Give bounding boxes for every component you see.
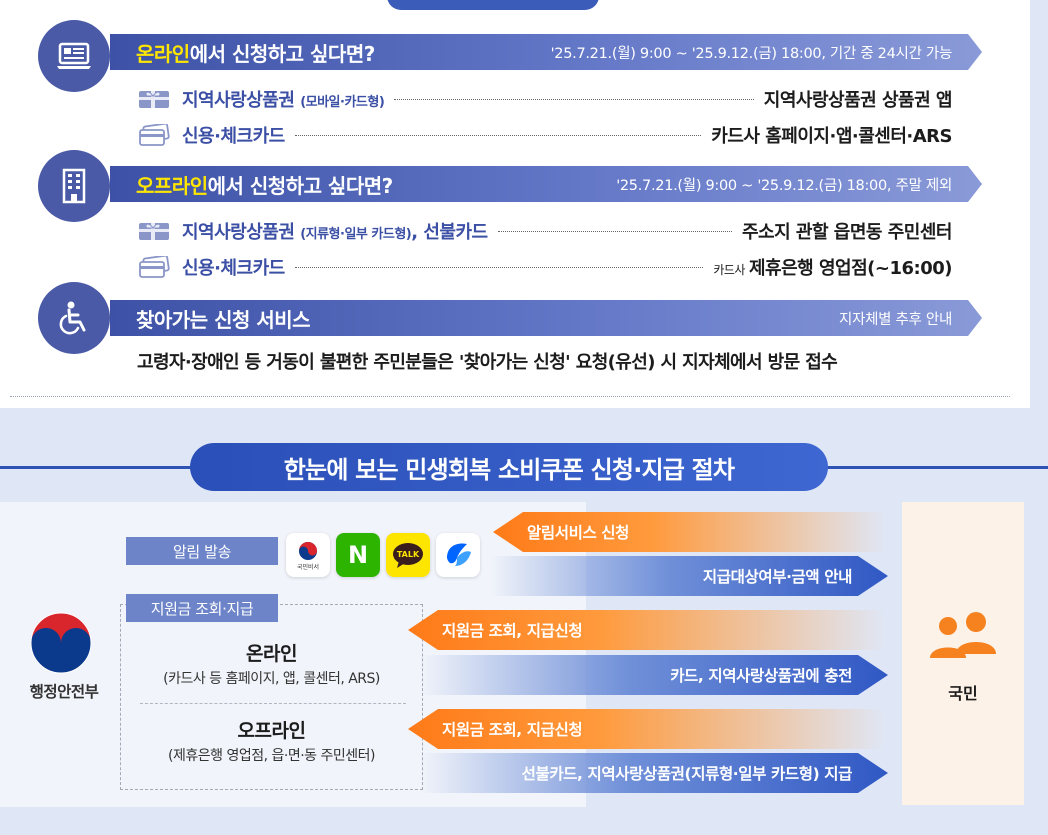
credit-card-icon: [139, 124, 170, 146]
kakaotalk-app-icon: TALK: [386, 533, 430, 577]
offline-channel-title: 오프라인: [237, 720, 306, 742]
online-row-gift-card: 지역사랑상품권 (모바일·카드형) 지역사랑상품권 상품권 앱: [138, 85, 953, 113]
credit-card-icon: [139, 256, 170, 278]
gift-card-icon: [139, 91, 169, 108]
lookup-tag: 지원금 조회·지급: [126, 594, 278, 622]
online-channel-sub: (카드사 등 홈페이지, 앱, 콜센터, ARS): [163, 671, 380, 687]
channel-divider: [140, 703, 406, 704]
offline-channel-sub: (제휴은행 영업점, 읍·면·동 주민센터): [168, 748, 375, 764]
online-title: 온라인에서 신청하고 싶다면?: [136, 41, 375, 66]
offline-banner: 오프라인에서 신청하고 싶다면? '25.7.21.(월) 9:00 ~ '25…: [110, 166, 982, 202]
divider: [10, 396, 1010, 397]
application-methods-card: 온라인에서 신청하고 싶다면? '25.7.21.(월) 9:00 ~ '25.…: [0, 0, 1030, 408]
online-charge-arrow: 카드, 지역사랑상품권에 충전: [420, 655, 888, 695]
alert-request-arrow: 알림서비스 신청: [493, 512, 888, 552]
offline-pay-arrow: 선불카드, 지역사랑상품권(지류형·일부 카드형) 지급: [420, 753, 888, 793]
section-tab: [387, 0, 599, 10]
offline-circle: [38, 150, 110, 222]
visit-period: 지자체별 추후 안내: [839, 311, 952, 328]
gov-wallet-app-icon: 국민비서: [286, 533, 330, 577]
process-title: 한눈에 보는 민생회복 소비쿠폰 신청·지급 절차: [190, 443, 828, 491]
online-row-credit-card: 신용·체크카드 카드사 홈페이지·앱·콜센터·ARS: [138, 121, 952, 149]
visit-banner: 찾아가는 신청 서비스 지자체별 추후 안내: [110, 300, 982, 336]
gift-card-icon: [139, 223, 169, 240]
citizen-label: 국민: [948, 684, 978, 703]
svg-text:국민비서: 국민비서: [297, 563, 319, 571]
government-emblem-icon: [30, 612, 92, 674]
notify-tag: 알림 발송: [126, 537, 278, 565]
offline-period: '25.7.21.(월) 9:00 ~ '25.9.12.(금) 18:00, …: [616, 177, 952, 194]
visit-circle: [38, 282, 110, 354]
people-icon: [930, 612, 996, 658]
online-period: '25.7.21.(월) 9:00 ~ '25.9.12.(금) 18:00, …: [550, 45, 952, 62]
eligibility-notice-arrow: 지급대상여부·금액 안내: [490, 556, 888, 596]
offline-title: 오프라인에서 신청하고 싶다면?: [136, 173, 393, 198]
online-banner: 온라인에서 신청하고 싶다면? '25.7.21.(월) 9:00 ~ '25.…: [110, 34, 982, 70]
svg-text:TALK: TALK: [397, 550, 420, 559]
online-circle: [38, 20, 110, 92]
offline-row-gift-card: 지역사랑상품권 (지류형·일부 카드형), 선불카드 주소지 관할 읍면동 주민…: [138, 217, 953, 245]
toss-app-icon: [436, 533, 480, 577]
offline-request-arrow: 지원금 조회, 지급신청: [408, 709, 888, 749]
building-icon: [62, 168, 86, 204]
online-channel-title: 온라인: [246, 643, 297, 665]
visit-title: 찾아가는 신청 서비스: [136, 307, 311, 332]
visit-note: 고령자·장애인 등 거동이 불편한 주민분들은 '찾아가는 신청' 요청(유선)…: [137, 352, 838, 373]
online-request-arrow: 지원금 조회, 지급신청: [408, 610, 888, 650]
laptop-icon: [57, 42, 91, 69]
naver-app-icon: N: [336, 533, 380, 577]
government-name: 행정안전부: [29, 683, 99, 701]
wheelchair-icon: [59, 301, 86, 335]
